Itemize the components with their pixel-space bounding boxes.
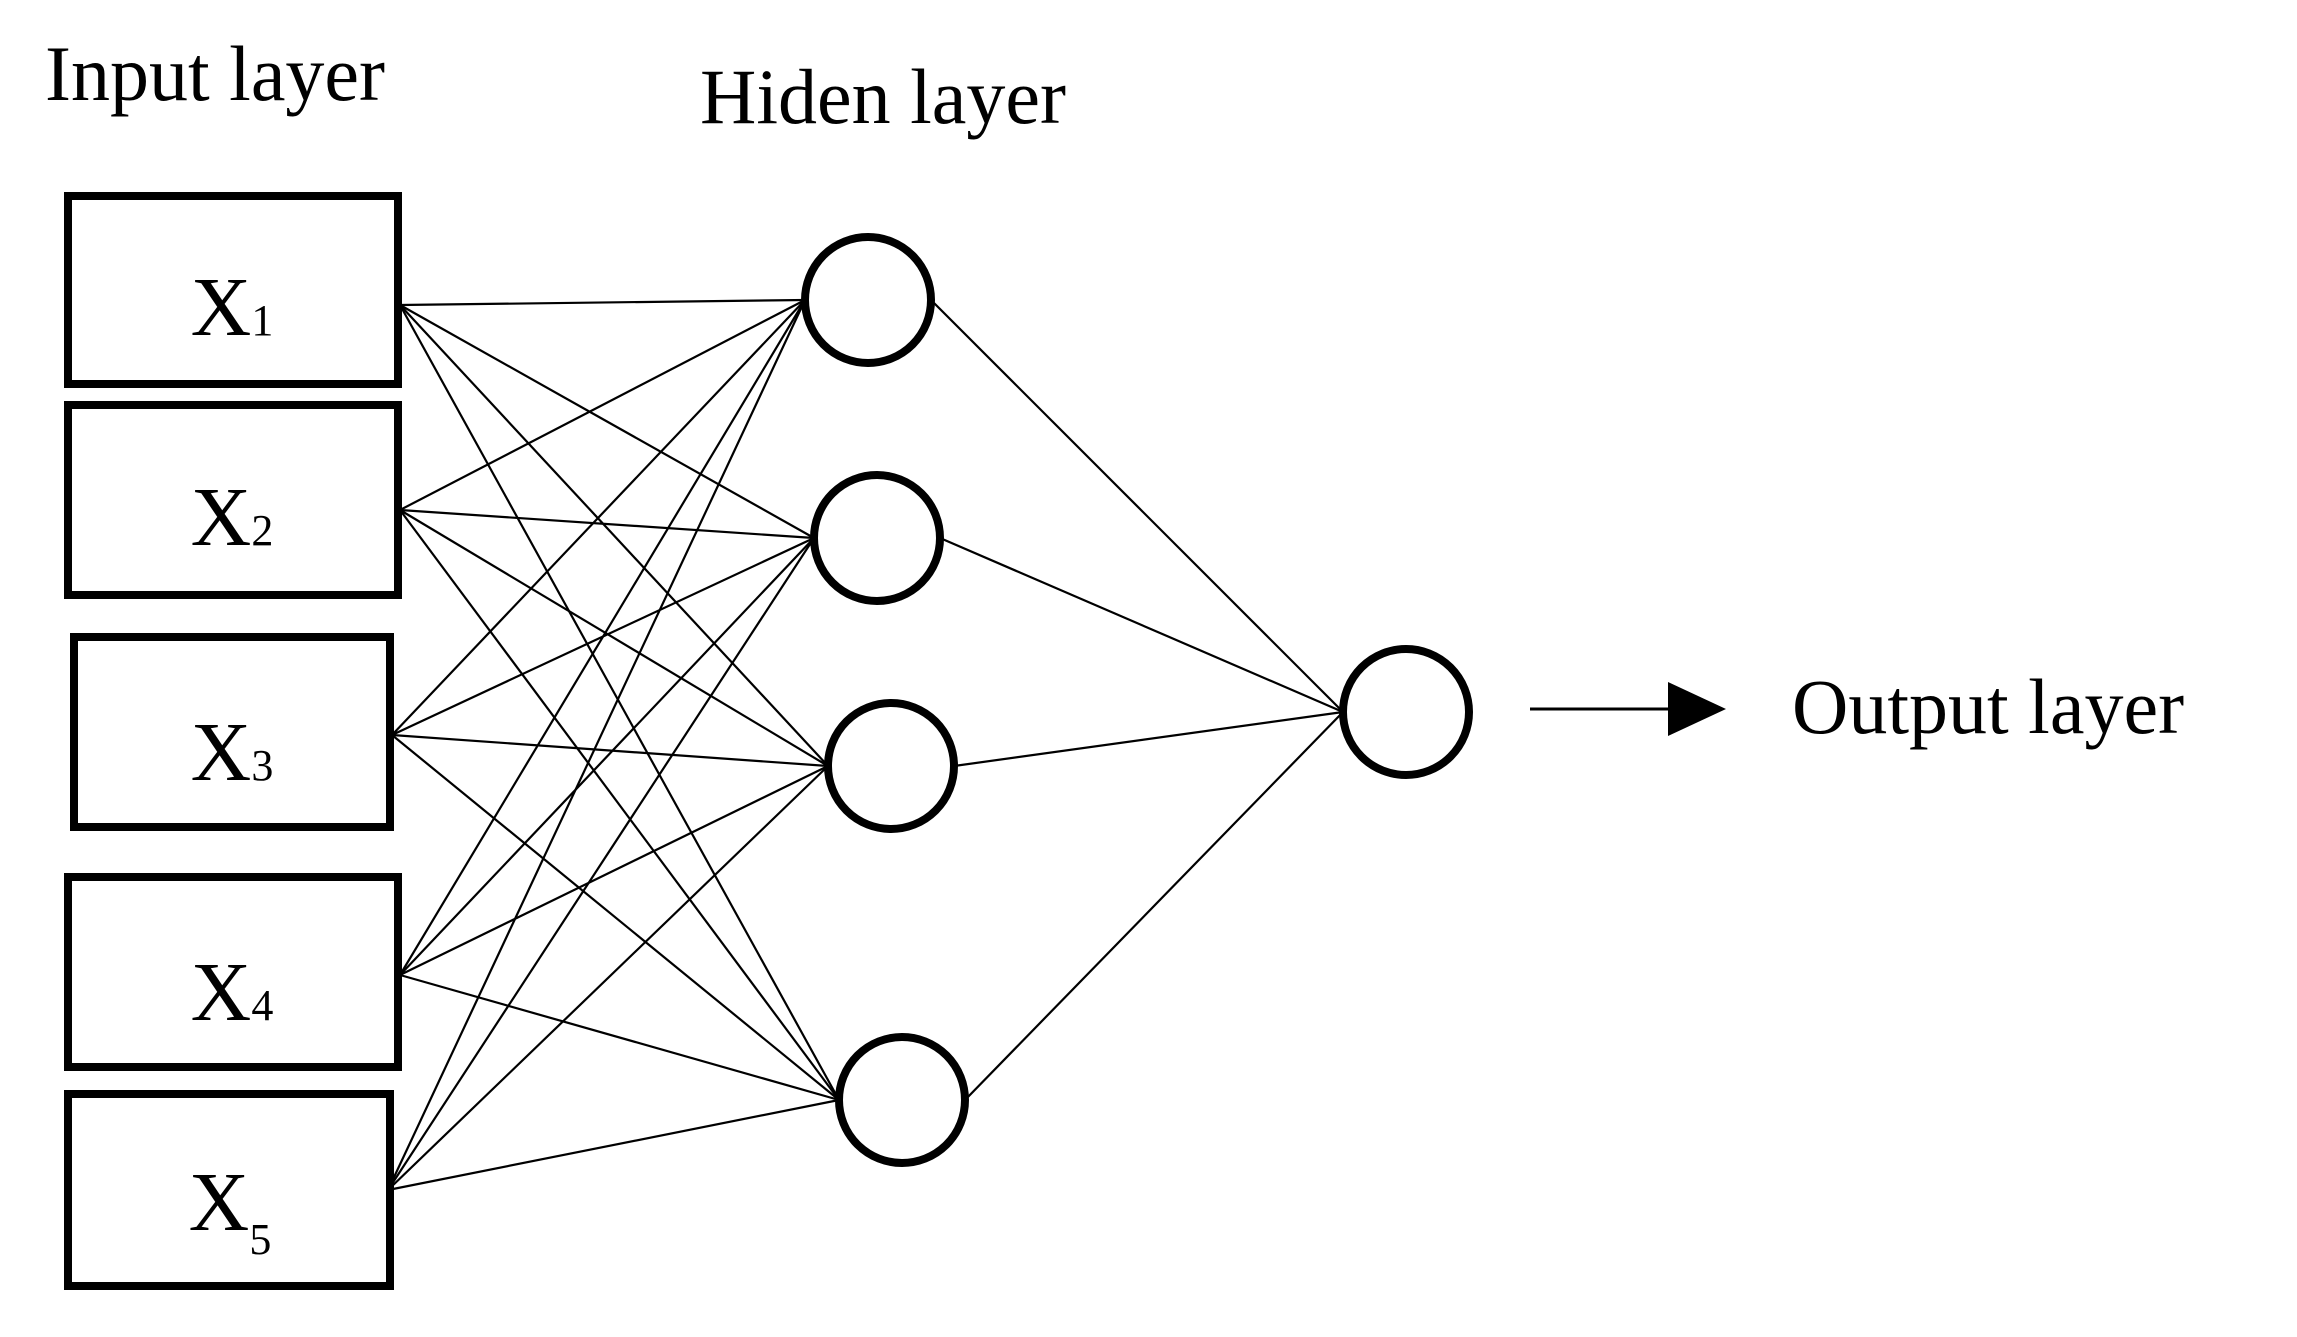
output-layer-label: Output layer bbox=[1792, 663, 2184, 750]
svg-text:X1: X1 bbox=[191, 261, 274, 354]
connection-input-5-hidden-2 bbox=[387, 537, 815, 1191]
output-arrow-head-icon bbox=[1668, 682, 1726, 736]
connection-hidden-1-output bbox=[930, 299, 1344, 713]
input-subscript: 3 bbox=[251, 741, 273, 790]
connection-input-5-hidden-3 bbox=[387, 765, 829, 1191]
input-subscript: 1 bbox=[251, 296, 273, 345]
connection-hidden-3-output bbox=[953, 710, 1344, 768]
connection-input-2-hidden-3 bbox=[399, 509, 829, 767]
svg-text:X2: X2 bbox=[191, 471, 274, 564]
input-node-4: X4 bbox=[64, 873, 402, 1071]
input-var: X bbox=[191, 706, 252, 799]
input-var: X bbox=[191, 471, 252, 564]
connection-input-3-hidden-3 bbox=[391, 733, 829, 768]
input-var: X bbox=[189, 1156, 250, 1249]
input-node-5: X5 bbox=[64, 1090, 394, 1290]
output-neuron bbox=[1339, 645, 1473, 779]
connection-input-4-hidden-4 bbox=[399, 973, 840, 1102]
connection-input-2-hidden-1 bbox=[399, 299, 806, 511]
input-node-2: X2 bbox=[64, 401, 402, 599]
connection-input-5-hidden-1 bbox=[387, 299, 806, 1191]
connection-input-4-hidden-3 bbox=[399, 765, 829, 976]
input-node-3: X3 bbox=[70, 633, 394, 831]
connection-input-1-hidden-1 bbox=[399, 298, 806, 307]
connection-input-4-hidden-1 bbox=[399, 299, 806, 976]
connection-input-1-hidden-2 bbox=[399, 304, 815, 539]
hidden-layer-label: Hiden layer bbox=[700, 53, 1066, 140]
input-layer-label: Input layer bbox=[45, 30, 385, 117]
input-hidden-connections bbox=[387, 298, 840, 1192]
svg-text:X3: X3 bbox=[191, 706, 274, 799]
hidden-neuron-1 bbox=[801, 233, 935, 367]
connection-input-3-hidden-1 bbox=[391, 299, 806, 736]
connection-input-5-hidden-4 bbox=[387, 1098, 840, 1192]
input-subscript: 4 bbox=[251, 981, 273, 1030]
hidden-output-connections bbox=[930, 299, 1344, 1101]
input-var: X bbox=[191, 946, 252, 1039]
connection-input-3-hidden-4 bbox=[391, 734, 840, 1101]
connection-hidden-2-output bbox=[939, 536, 1344, 714]
connection-input-4-hidden-2 bbox=[399, 537, 815, 976]
svg-text:X4: X4 bbox=[191, 946, 274, 1039]
svg-text:X5: X5 bbox=[189, 1156, 272, 1264]
connection-input-2-hidden-2 bbox=[399, 508, 815, 540]
hidden-neuron-3 bbox=[824, 699, 958, 833]
input-node-1: X1 bbox=[64, 192, 402, 388]
input-subscript: 5 bbox=[249, 1215, 271, 1264]
connection-input-1-hidden-4 bbox=[399, 304, 840, 1101]
input-var: X bbox=[191, 261, 252, 354]
hidden-neuron-2 bbox=[810, 471, 944, 605]
hidden-neuron-4 bbox=[835, 1033, 969, 1167]
connection-input-2-hidden-4 bbox=[399, 509, 840, 1101]
input-subscript: 2 bbox=[251, 506, 273, 555]
connection-hidden-4-output bbox=[964, 711, 1344, 1101]
connection-input-1-hidden-3 bbox=[399, 304, 829, 767]
